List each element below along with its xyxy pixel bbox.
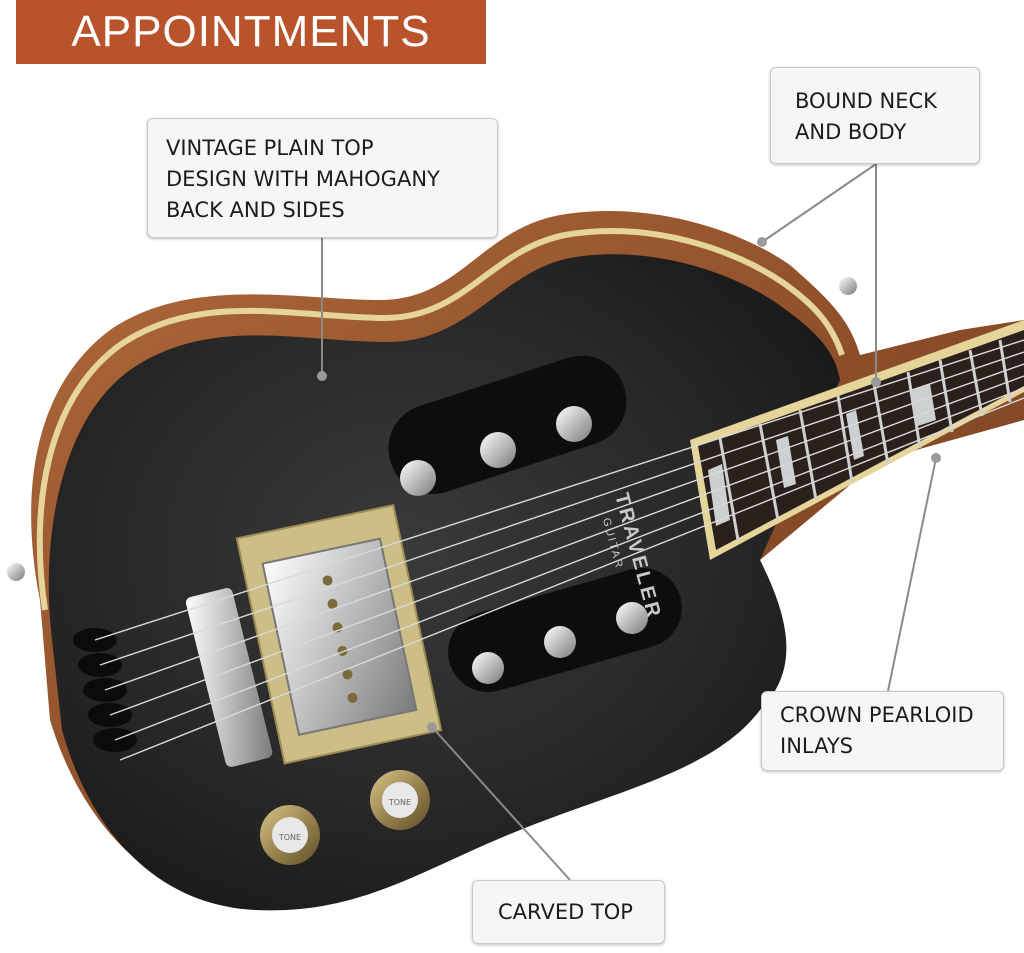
tone-knob-left: TONE	[260, 805, 320, 865]
leader-lines	[321, 163, 937, 881]
callout-crown-inlays: CROWN PEARLOID INLAYS	[761, 691, 1004, 771]
strap-button-left	[7, 563, 25, 581]
bridge	[185, 588, 273, 767]
svg-text:TONE: TONE	[278, 833, 301, 842]
strap-button-right	[839, 277, 857, 295]
body-binding	[36, 228, 845, 611]
neck-pickup-lower	[448, 567, 682, 693]
section-title-banner: APPOINTMENTS	[16, 0, 486, 64]
neck-pickup-upper	[388, 355, 627, 496]
page-title: APPOINTMENTS	[71, 7, 431, 56]
svg-text:TONE: TONE	[388, 798, 411, 807]
bridge-humbucker	[235, 503, 443, 765]
fret-inlays	[708, 384, 936, 526]
callout-vintage-plain-top: VINTAGE PLAIN TOP DESIGN WITH MAHOGANY B…	[147, 118, 498, 238]
strings	[94, 339, 1024, 761]
tone-knob-right: TONE	[370, 770, 430, 830]
callout-carved-top: CARVED TOP	[472, 880, 665, 944]
callout-bound-neck-body: BOUND NECK AND BODY	[770, 67, 980, 164]
body-top	[48, 254, 840, 911]
